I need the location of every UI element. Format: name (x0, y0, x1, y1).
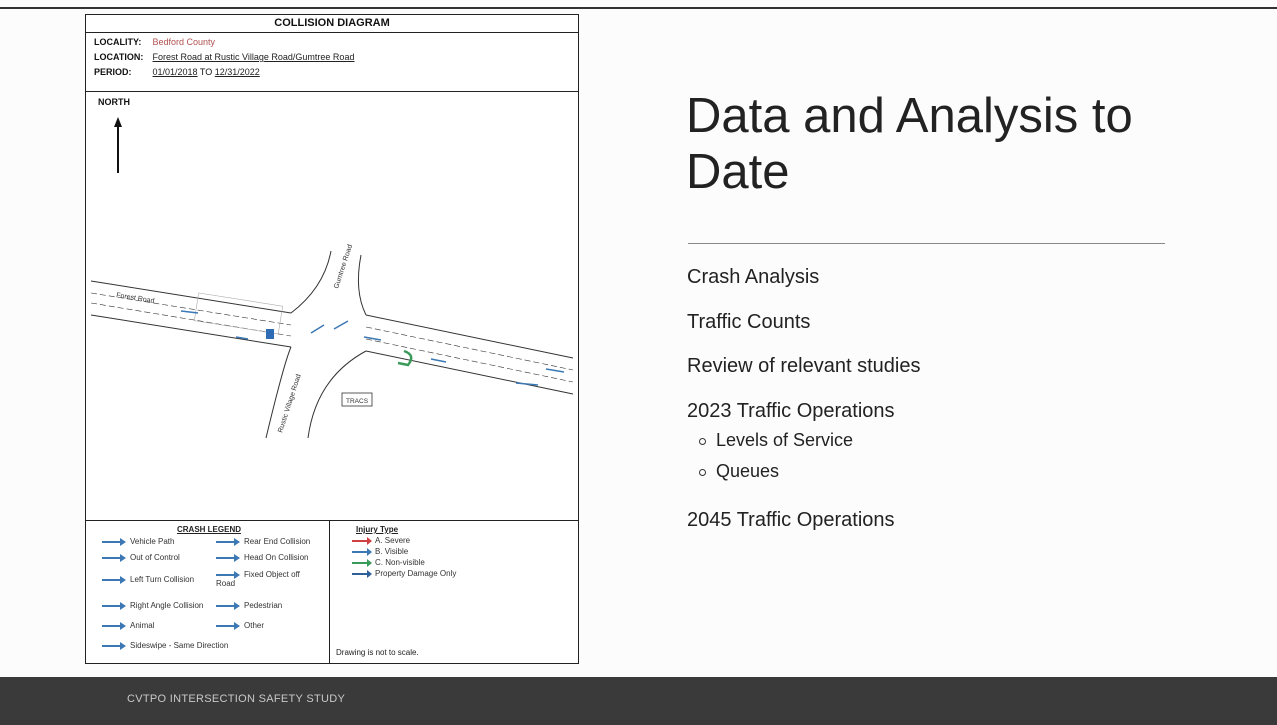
fixed-object-icon (216, 570, 240, 579)
locality-row: LOCALITY: Bedford County (94, 37, 215, 47)
animal-icon (102, 621, 126, 630)
visible-arrow-icon (352, 547, 372, 556)
non-visible-arrow-icon (352, 558, 372, 567)
sub-bullet-levels-of-service: Levels of Service (699, 430, 853, 451)
legend-fixed-object: Fixed Object off Road (216, 570, 300, 588)
out-of-control-icon (102, 553, 126, 562)
legend-rear-end: Rear End Collision (216, 537, 310, 546)
rustic-village-road (265, 346, 367, 439)
rear-end-icon (216, 537, 240, 546)
injury-visible: B. Visible (352, 547, 408, 556)
location-row: LOCATION: Forest Road at Rustic Village … (94, 52, 354, 62)
injury-type-title: Injury Type (356, 525, 399, 534)
collision-markers (180, 310, 565, 386)
bullet-traffic-counts: Traffic Counts (687, 311, 811, 333)
scale-note: Drawing is not to scale. (336, 648, 419, 657)
injury-property-damage: Property Damage Only (352, 569, 456, 578)
collision-diagram: COLLISION DIAGRAM LOCALITY: Bedford Coun… (85, 14, 579, 664)
legend-right-angle: Right Angle Collision (102, 601, 203, 610)
period-row: PERIOD: 01/01/2018 TO 12/31/2022 (94, 67, 260, 77)
gumtree-road-label: Gumtree Road (333, 244, 354, 290)
pedestrian-icon (216, 601, 240, 610)
injury-severe: A. Severe (352, 536, 410, 545)
footer-text: CVTPO INTERSECTION SAFETY STUDY (127, 693, 346, 705)
crash-legend-title: CRASH LEGEND (177, 525, 242, 534)
severe-arrow-icon (352, 536, 372, 545)
diagram-title: COLLISION DIAGRAM (86, 15, 578, 33)
slide-title: Data and Analysis to Date (686, 89, 1133, 199)
north-label: NORTH (98, 97, 130, 107)
footer-bar: CVTPO INTERSECTION SAFETY STUDY (0, 677, 1277, 725)
title-rule (688, 243, 1165, 244)
legend-vehicle-path: Vehicle Path (102, 537, 174, 546)
period-to: 12/31/2022 (214, 67, 260, 77)
north-arrow-icon (114, 117, 122, 173)
legend-box: CRASH LEGEND Vehicle Path Rear End Colli… (86, 520, 578, 664)
bullet-crash-analysis: Crash Analysis (687, 266, 820, 288)
legend-sideswipe: Sideswipe - Same Direction (102, 641, 228, 650)
sideswipe-icon (102, 641, 126, 650)
gumtree-road (290, 250, 367, 316)
intersection-map: Forest Road Gumtree Road Rustic Village … (90, 117, 574, 439)
non-visible-collision-marker (397, 349, 413, 367)
period-label: PERIOD: (94, 67, 132, 77)
location-value: Forest Road at Rustic Village Road/Gumtr… (152, 52, 355, 62)
tracs-box (341, 392, 373, 407)
bullet-dot-icon (699, 468, 706, 476)
legend-pedestrian: Pedestrian (216, 601, 282, 610)
legend-out-of-control: Out of Control (102, 553, 180, 562)
sub-bullet-queues: Queues (699, 461, 779, 482)
injury-non-visible: C. Non-visible (352, 558, 425, 567)
bullet-2045-operations: 2045 Traffic Operations (687, 509, 895, 531)
left-turn-icon (102, 575, 126, 584)
property-damage-arrow-icon (352, 569, 372, 578)
location-label: LOCATION: (94, 52, 144, 62)
locality-label: LOCALITY: (94, 37, 142, 47)
head-on-icon (216, 553, 240, 562)
forest-road (90, 280, 574, 395)
legend-left-turn: Left Turn Collision (102, 575, 194, 584)
legend-divider (329, 521, 330, 664)
forest-road-label: Forest Road (116, 292, 155, 305)
period-from: 01/01/2018 (152, 67, 198, 77)
legend-head-on: Head On Collision (216, 553, 308, 562)
period-to-word: TO (199, 67, 213, 77)
other-icon (216, 621, 240, 630)
legend-animal: Animal (102, 621, 154, 630)
header-divider (86, 91, 578, 92)
top-border (0, 7, 1277, 9)
tracs-label: TRACS (346, 398, 369, 405)
vehicle-path-icon (102, 537, 126, 546)
right-angle-icon (102, 601, 126, 610)
bullet-dot-icon (699, 437, 706, 445)
locality-value: Bedford County (152, 37, 216, 47)
legend-other: Other (216, 621, 264, 630)
bullet-2023-operations: 2023 Traffic Operations (687, 400, 895, 422)
bullet-review-studies: Review of relevant studies (687, 355, 921, 377)
rustic-village-road-label: Rustic Village Road (277, 373, 303, 433)
